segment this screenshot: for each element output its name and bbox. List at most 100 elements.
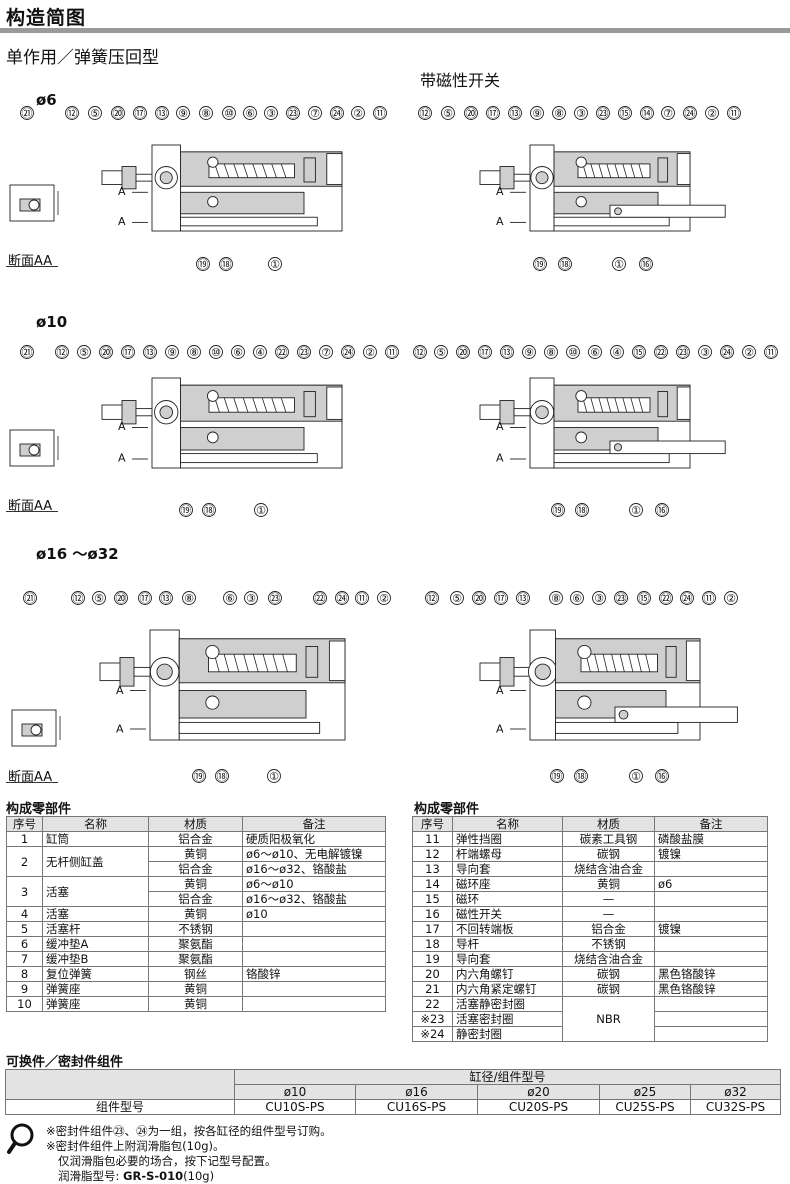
balloon-number: ⑯ bbox=[657, 504, 668, 517]
piston bbox=[657, 391, 669, 418]
part-note bbox=[654, 951, 768, 967]
part-balloon bbox=[530, 106, 544, 120]
balloon-number: ⑱ bbox=[221, 258, 232, 271]
balloon-number: ⑤ bbox=[436, 346, 446, 359]
part-balloon bbox=[464, 106, 478, 120]
balloon-number: ⑳ bbox=[474, 592, 485, 605]
return-spring bbox=[622, 397, 628, 413]
balloon-number: ㉔ bbox=[682, 592, 693, 605]
part-name: 导向套 bbox=[452, 951, 563, 967]
part-no: 12 bbox=[412, 846, 453, 862]
part-balloon bbox=[215, 769, 229, 783]
balloon-number: ㉓ bbox=[270, 592, 281, 605]
part-balloon bbox=[472, 591, 486, 605]
part-no: 17 bbox=[412, 921, 453, 937]
seal-kit-title: 可换件／密封件组件 bbox=[6, 1055, 124, 1070]
part-no: 20 bbox=[412, 966, 453, 982]
part-balloon bbox=[373, 106, 387, 120]
part-name: 内六角螺钉 bbox=[452, 966, 563, 982]
part-note bbox=[654, 996, 768, 1012]
part-balloon bbox=[659, 591, 673, 605]
part-balloon bbox=[614, 591, 628, 605]
balloon-number: ㉑ bbox=[25, 592, 36, 605]
part-balloon bbox=[592, 591, 606, 605]
balloon-number: ㉓ bbox=[288, 107, 299, 120]
return-spring bbox=[243, 654, 249, 672]
part-balloon bbox=[223, 591, 237, 605]
part-balloon bbox=[508, 106, 522, 120]
guide-rod bbox=[178, 721, 321, 734]
balloon-number: ① bbox=[631, 770, 641, 783]
part-material: 烧结含油合金 bbox=[562, 951, 655, 967]
balloon-number: ⑱ bbox=[560, 258, 571, 271]
balloon-number: ⑬ bbox=[157, 107, 168, 120]
note-1: ※密封件组件㉓、㉔为一组，按各缸径的组件型号订购。 bbox=[46, 1124, 332, 1138]
part-name: 复位弹簧 bbox=[42, 966, 149, 982]
balloon-number: ② bbox=[379, 592, 389, 605]
part-name: 活塞 bbox=[42, 906, 149, 922]
part-material: 黄铜 bbox=[562, 876, 655, 892]
part-balloon bbox=[550, 769, 564, 783]
part-balloon bbox=[20, 345, 34, 359]
balloon-number: ⑳ bbox=[113, 107, 124, 120]
balloon-number: ⑥ bbox=[225, 592, 235, 605]
return-spring bbox=[271, 163, 277, 178]
balloon-number: ⑳ bbox=[466, 107, 477, 120]
part-balloon bbox=[319, 345, 333, 359]
tube-section-lower bbox=[180, 427, 305, 451]
balloon-number: ㉑ bbox=[22, 107, 33, 120]
part-balloon bbox=[425, 591, 439, 605]
balloon-number: ⑲ bbox=[535, 258, 546, 271]
col-header: 材质 bbox=[148, 816, 243, 832]
part-note bbox=[654, 906, 768, 922]
switch-screw bbox=[618, 709, 629, 720]
part-balloon bbox=[566, 345, 580, 359]
part-material: 碳钢 bbox=[562, 981, 655, 997]
balloon-number: ⑦ bbox=[321, 346, 331, 359]
switch-screw bbox=[614, 207, 622, 216]
balloon-number: ⑨ bbox=[532, 107, 542, 120]
part-balloon bbox=[478, 345, 492, 359]
part-material: 不锈钢 bbox=[148, 921, 243, 937]
balloon-number: ⑲ bbox=[198, 258, 209, 271]
balloon-number: ⑳ bbox=[458, 346, 469, 359]
part-balloon bbox=[551, 503, 565, 517]
part-name: 磁环座 bbox=[452, 876, 563, 892]
bolt-socket bbox=[159, 171, 173, 185]
balloon-number: ② bbox=[707, 107, 717, 120]
part-balloon bbox=[610, 345, 624, 359]
guide-rod bbox=[180, 453, 318, 464]
part-note: 黑色铬酸锌 bbox=[654, 966, 768, 982]
part-name: 活塞密封圈 bbox=[452, 1011, 563, 1027]
return-spring bbox=[242, 163, 249, 178]
part-balloon bbox=[727, 106, 741, 120]
port-hole bbox=[575, 156, 587, 168]
part-name: 导向套 bbox=[452, 861, 563, 877]
part-no: 19 bbox=[412, 951, 453, 967]
col-header: 备注 bbox=[242, 816, 386, 832]
balloon-number: ㉒ bbox=[656, 346, 667, 359]
section-arrow-label: A bbox=[118, 185, 126, 198]
balloon-number: ㉓ bbox=[598, 107, 609, 120]
bore-header: ø25 bbox=[599, 1084, 691, 1100]
return-spring bbox=[262, 654, 269, 672]
return-spring bbox=[622, 163, 628, 178]
balloon-number: ⑬ bbox=[510, 107, 521, 120]
part-note: ø16～ø32、铬酸盐 bbox=[242, 861, 386, 877]
return-spring bbox=[638, 163, 644, 178]
balloon-number: ⑩ bbox=[211, 346, 221, 359]
part-balloon bbox=[705, 106, 719, 120]
balloon-number: ⑯ bbox=[641, 258, 652, 271]
balloon-number: ⑥ bbox=[590, 346, 600, 359]
balloon-number: ⑧ bbox=[184, 592, 194, 605]
return-spring bbox=[280, 397, 287, 413]
bore-label-d6: ø6 bbox=[36, 91, 57, 109]
part-name: 缓冲垫A bbox=[42, 936, 149, 952]
part-balloon bbox=[655, 769, 669, 783]
part-balloon bbox=[286, 106, 300, 120]
